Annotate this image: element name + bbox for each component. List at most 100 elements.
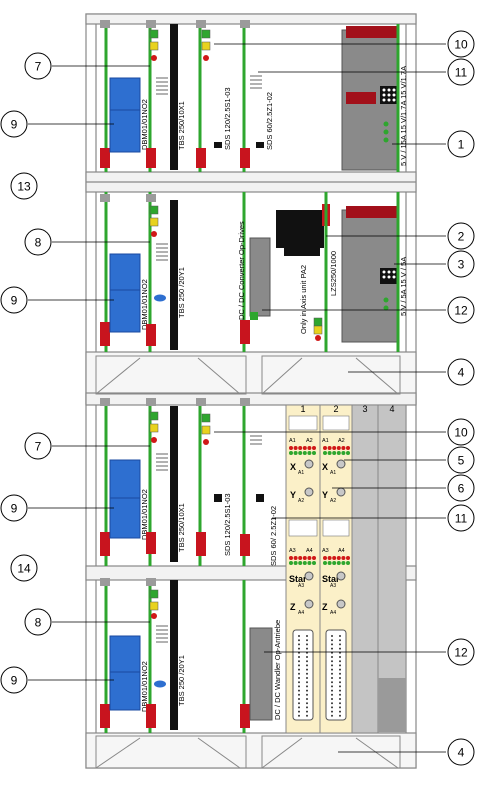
axis-unit-note: Only in Axis unit PA2 (299, 265, 308, 334)
star-sub-2: A3 (330, 583, 336, 589)
svg-text:13: 13 (17, 180, 31, 194)
status-led (289, 561, 293, 565)
star-sub: A3 (298, 583, 304, 589)
svg-text:9: 9 (11, 502, 18, 516)
status-led (341, 451, 346, 455)
status-led (336, 446, 341, 450)
z-sub-2: A4 (330, 610, 336, 616)
tbs-label-1: TBS 250/10X1 (177, 101, 186, 150)
svg-text:10: 10 (454, 38, 468, 52)
callout-c1: 1 (447, 130, 475, 158)
status-led (346, 451, 350, 455)
conn-a4b: A4 (338, 548, 345, 554)
svg-text:9: 9 (11, 118, 18, 132)
psu-label-1: 5 V / 15A 15 V/1.7A 15 V/1.7A (399, 66, 408, 166)
svg-text:3: 3 (458, 258, 465, 272)
status-led (346, 446, 350, 450)
y-label-2: Y (322, 490, 328, 500)
conn-a1: A1 (289, 438, 296, 444)
svg-text:14: 14 (17, 562, 31, 576)
x-label-2: X (322, 462, 328, 472)
callout-c11b: 11 (447, 504, 475, 532)
z-sub: A4 (298, 610, 304, 616)
conn-a4: A4 (306, 548, 313, 554)
star-label: Star (289, 574, 307, 584)
callout-c14: 14 (10, 554, 38, 582)
status-led (336, 561, 341, 565)
status-led (302, 451, 307, 455)
x-sub-2: A1 (330, 470, 336, 476)
lzs-label: LZS250/1000 (329, 251, 338, 296)
callout-c10a: 10 (447, 30, 475, 58)
fan-tray-upper (95, 355, 401, 395)
svg-text:9: 9 (11, 294, 18, 308)
callout-c12a: 12 (447, 296, 475, 324)
status-led (302, 446, 307, 450)
status-led (332, 561, 337, 565)
callout-c9c: 9 (0, 494, 28, 522)
dcdc-label-2: DC / DC Wandler Op-Antriebe (273, 620, 282, 720)
svg-text:11: 11 (455, 66, 468, 80)
callout-c11a: 11 (447, 58, 475, 86)
callout-c4b: 4 (447, 738, 475, 766)
star-label-2: Star (322, 574, 340, 584)
svg-text:9: 9 (11, 674, 18, 688)
callout-c10b: 10 (447, 418, 475, 446)
conn-a2b: A2 (338, 438, 345, 444)
status-led (307, 556, 312, 560)
y-sub-2: A2 (330, 498, 336, 504)
status-led (332, 556, 337, 560)
dbm-label-4: DBM01/01NO2 (140, 661, 149, 712)
status-led (302, 556, 307, 560)
callout-c9d: 9 (0, 666, 28, 694)
status-led (298, 556, 303, 560)
status-led (289, 556, 293, 560)
status-led (293, 451, 298, 455)
callout-c9b: 9 (0, 286, 28, 314)
status-led (298, 451, 303, 455)
svg-text:12: 12 (454, 646, 468, 660)
slot-label-3: 3 (362, 404, 367, 414)
status-led (327, 561, 332, 565)
status-led (341, 561, 346, 565)
status-led (323, 446, 327, 450)
svg-text:10: 10 (454, 426, 468, 440)
svg-text:4: 4 (458, 746, 465, 760)
status-led (298, 561, 303, 565)
svg-text:11: 11 (455, 512, 468, 526)
status-led (332, 446, 337, 450)
status-led (289, 446, 293, 450)
sds-label-2b: SDS 60/ 2.5Z1-02 (269, 506, 278, 566)
status-led (293, 446, 298, 450)
status-led (327, 556, 332, 560)
x-sub: A1 (298, 470, 304, 476)
subd-connectors (292, 629, 347, 721)
status-led (327, 446, 332, 450)
status-led (307, 561, 312, 565)
status-led (293, 561, 298, 565)
y-sub: A2 (298, 498, 304, 504)
sds-label-2a: SDS 120/2.5S1-03 (223, 493, 232, 556)
slot-label-4: 4 (389, 404, 394, 414)
status-led (289, 451, 293, 455)
svg-text:2: 2 (458, 230, 465, 244)
subd-connector (325, 629, 347, 721)
axis-panel: 1 2 3 4 A1 A2 A1 A2 A3 A4 A3 A4 X X Y Y … (285, 404, 407, 734)
conn-a3: A3 (289, 548, 296, 554)
status-led (332, 451, 337, 455)
dbm-label-3: DBM01/01NO2 (140, 489, 149, 540)
status-led (312, 561, 316, 565)
status-led (336, 556, 341, 560)
psu-label-2: 5 V / 5A 15 V / 5A (399, 257, 408, 316)
callout-c7a: 7 (24, 52, 52, 80)
slot-label-1: 1 (300, 404, 305, 414)
callout-c13: 13 (10, 172, 38, 200)
status-led (312, 446, 316, 450)
tbs-label-4: TBS 250 /20Y1 (177, 655, 186, 706)
callout-c9a: 9 (0, 110, 28, 138)
svg-text:4: 4 (458, 366, 465, 380)
callout-c4a: 4 (447, 358, 475, 386)
